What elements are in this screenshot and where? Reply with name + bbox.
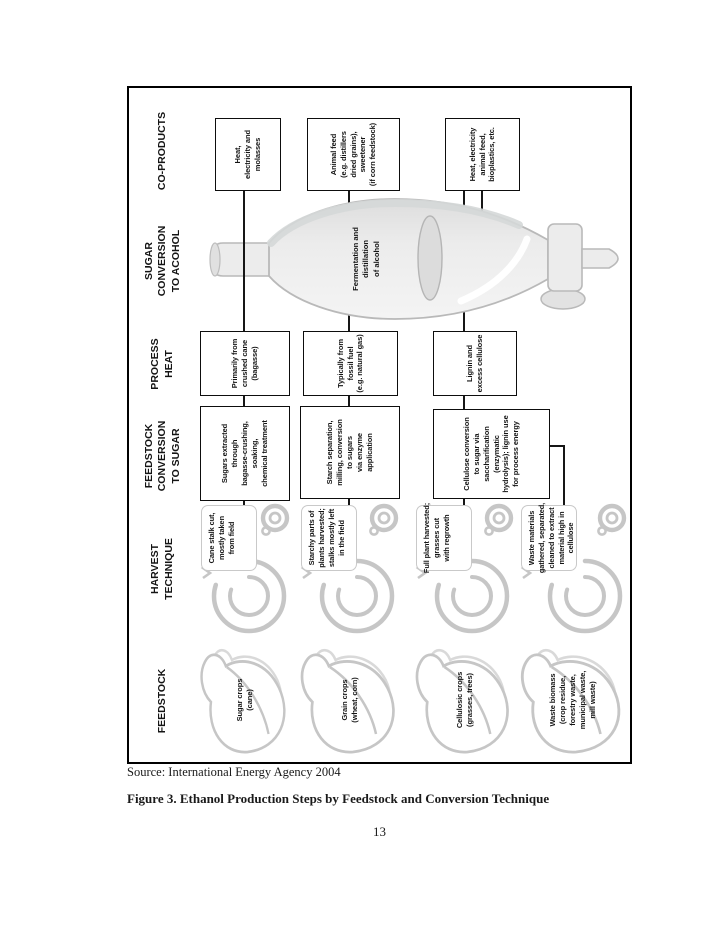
column-header-coproducts: CO-PRODUCTS [156,111,169,191]
feedstock-label: Cellulosic crops (grasses, trees) [454,671,474,729]
harvest-cell-row4: Waste materials gathered, separated, cle… [519,502,631,634]
column-header-alcohol: SUGAR CONVERSION TO ACOHOL [142,225,182,297]
leaf-icon [300,648,395,754]
column-header-harvest: HARVEST TECHNIQUE [149,538,175,600]
feedstock-cell-row4: Waste biomass (crop residue, forestry wa… [517,640,629,760]
feedstock-cell-row3: Cellulosic crops (grasses, trees) [412,640,517,760]
harvester-tractor-icon [520,503,627,634]
harvest-cell-row3: Full plant harvested; grasses cut with r… [414,502,516,634]
figure-landscape-canvas: FEEDSTOCK HARVEST TECHNIQUE FEEDSTOCK CO… [127,85,632,764]
coproduct-box-row1: Heat, electricity and molasses [215,118,281,191]
feedstock-label: Grain crops (wheat, corn) [340,677,359,723]
harvest-label: Cane stalk cut, mostly taken from field [207,512,236,564]
distillation-flask-icon [209,198,619,320]
column-header-process-heat: PROCESS HEAT [149,338,175,390]
figure-caption: Figure 3. Ethanol Production Steps by Fe… [127,791,550,806]
harvest-cell-row1: Cane stalk cut, mostly taken from field [199,502,291,634]
connector-line-row1-neck [243,236,245,282]
harvester-tractor-icon [300,503,399,634]
conversion-box-row3-4: Cellulose conversion to sugar via saccha… [433,409,550,499]
harvest-label: Full plant harvested; grasses cut with r… [422,502,451,574]
feedstock-cell-row1: Sugar crops (cane) [197,640,293,760]
conversion-box-row1: Sugars extracted through bagasse-crushin… [200,406,290,501]
column-header-conversion: FEEDSTOCK CONVERSION TO SUGAR [142,420,182,492]
conversion-box-row2: Starch separation, milling, conversion t… [300,406,400,499]
source-line: Source: International Energy Agency 2004 [127,765,341,779]
process-heat-box-row3: Lignin and excess cellulose [433,331,517,396]
harvest-cell-row2: Starchy parts of plants harvested; stalk… [299,502,401,634]
page-number: 13 [373,824,386,839]
connector-line-row4-up [550,445,565,447]
harvest-label: Waste materials gathered, separated, cle… [527,502,576,574]
leaf-icon [200,648,286,754]
column-header-feedstock: FEEDSTOCK [156,668,169,734]
coproduct-box-row2: Animal feed (e.g. distillers dried grain… [307,118,400,191]
process-heat-box-row2: Typically from fossil fuel (e.g. natural… [303,331,398,396]
leaf-icon [415,648,509,754]
leaf-icon [520,648,621,754]
feedstock-cell-row2: Grain crops (wheat, corn) [297,640,403,760]
feedstock-label: Waste biomass (crop residue, forestry wa… [548,670,597,730]
coproduct-box-row3: Heat, electricity animal feed, bioplasti… [445,118,520,191]
spigot-tap-icon [540,288,586,310]
harvester-tractor-icon [415,503,514,634]
feedstock-label: Sugar crops (cane) [235,678,254,722]
process-heat-box-row1: Primarily from crushed cane (bagasse) [200,331,290,396]
harvest-label: Starchy parts of plants harvested; stalk… [307,508,346,568]
flask-label: Fermentation and distillation of alcohol [351,227,381,291]
